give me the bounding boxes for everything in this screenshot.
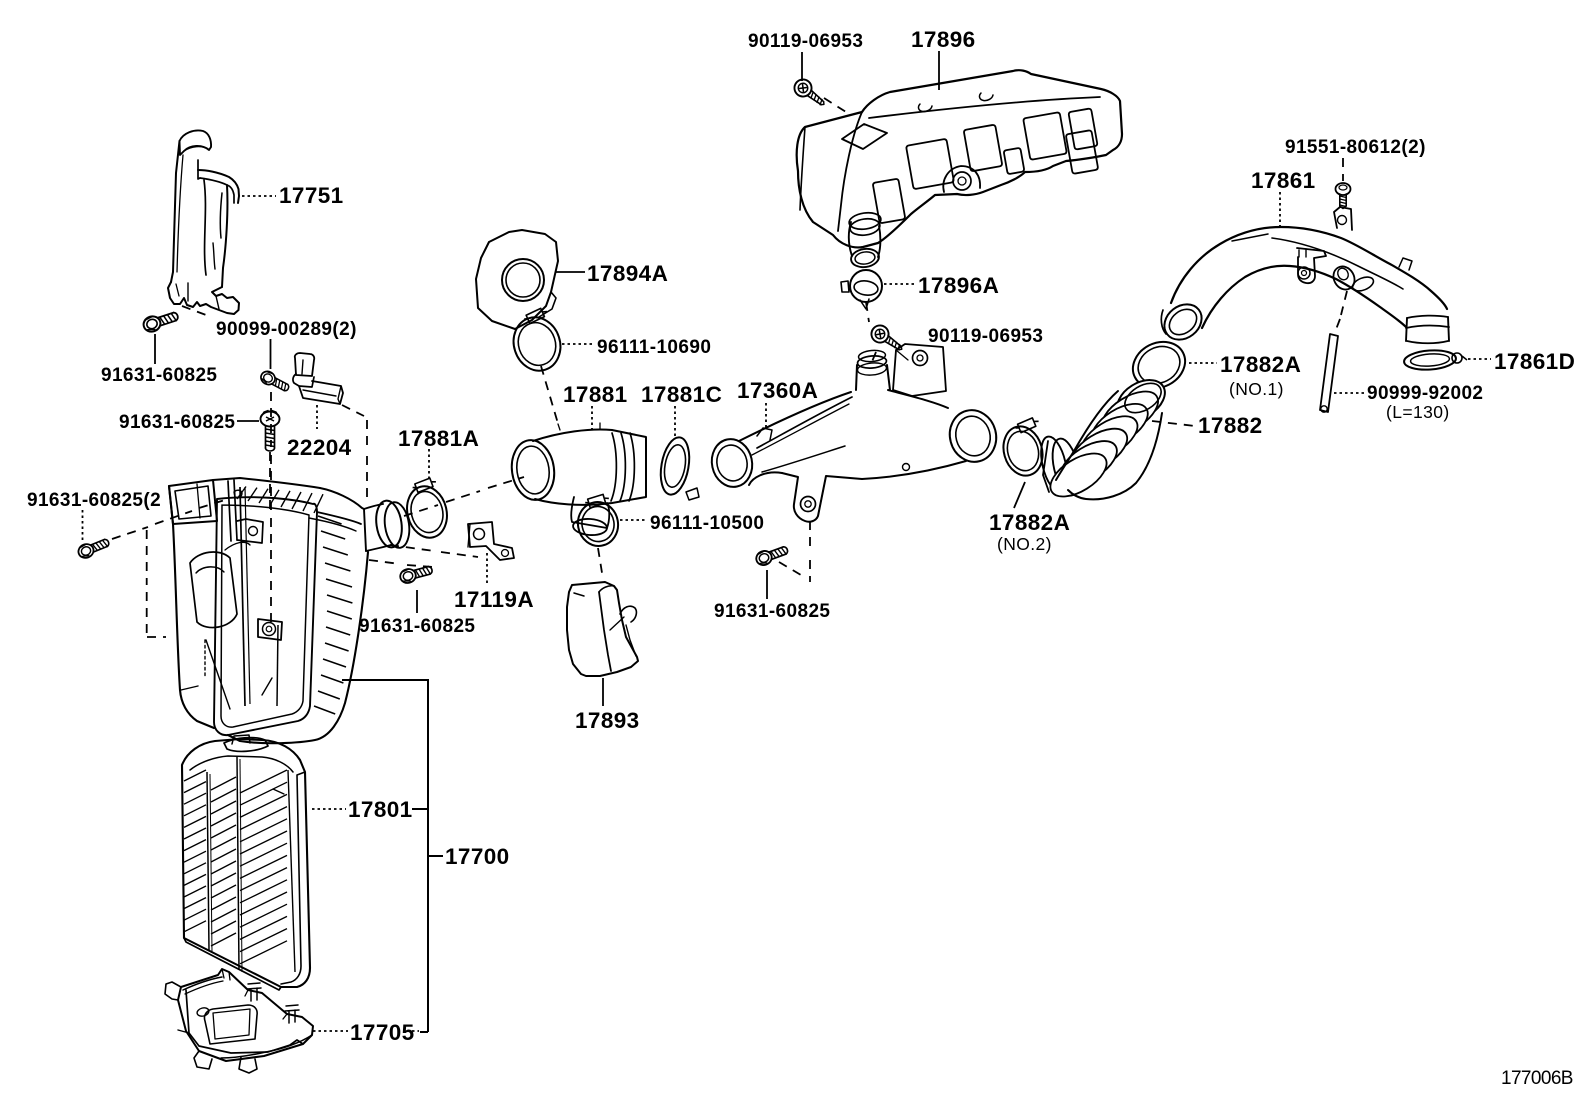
svg-text:90119-06953: 90119-06953 [928, 326, 1043, 347]
svg-text:17882: 17882 [1198, 413, 1263, 438]
svg-text:17751: 17751 [279, 183, 344, 208]
svg-text:17705: 17705 [350, 1020, 415, 1045]
svg-text:17861: 17861 [1251, 168, 1316, 193]
svg-text:17881: 17881 [563, 382, 628, 407]
svg-text:17119A: 17119A [454, 587, 534, 612]
svg-text:17801: 17801 [348, 797, 413, 822]
svg-text:17896: 17896 [911, 27, 976, 52]
svg-text:90099-00289(2): 90099-00289(2) [216, 319, 357, 340]
svg-text:17882A: 17882A [1220, 352, 1301, 377]
svg-text:17881A: 17881A [398, 426, 479, 451]
svg-text:91631-60825: 91631-60825 [714, 601, 830, 622]
svg-text:22204: 22204 [287, 435, 352, 460]
svg-text:17896A: 17896A [918, 273, 999, 298]
svg-text:17882A: 17882A [989, 510, 1070, 535]
svg-text:17881C: 17881C [641, 382, 722, 407]
svg-text:17360A: 17360A [737, 378, 818, 403]
svg-text:91631-60825: 91631-60825 [119, 412, 235, 433]
svg-text:177006B: 177006B [1501, 1068, 1573, 1089]
svg-text:(NO.1): (NO.1) [1229, 379, 1284, 399]
svg-text:17894A: 17894A [587, 261, 668, 286]
svg-text:91551-80612(2): 91551-80612(2) [1285, 137, 1426, 158]
svg-text:17861D: 17861D [1494, 349, 1575, 374]
svg-text:91631-60825: 91631-60825 [101, 365, 217, 386]
svg-text:17893: 17893 [575, 708, 640, 733]
svg-text:(NO.2): (NO.2) [997, 534, 1052, 554]
svg-text:91631-60825: 91631-60825 [359, 616, 475, 637]
svg-text:(L=130): (L=130) [1386, 402, 1450, 422]
svg-text:91631-60825(2: 91631-60825(2 [27, 490, 161, 511]
svg-text:17700: 17700 [445, 844, 510, 869]
svg-text:90999-92002: 90999-92002 [1367, 383, 1483, 404]
svg-text:96111-10500: 96111-10500 [650, 513, 764, 534]
svg-text:96111-10690: 96111-10690 [597, 337, 711, 358]
svg-text:90119-06953: 90119-06953 [748, 31, 863, 52]
